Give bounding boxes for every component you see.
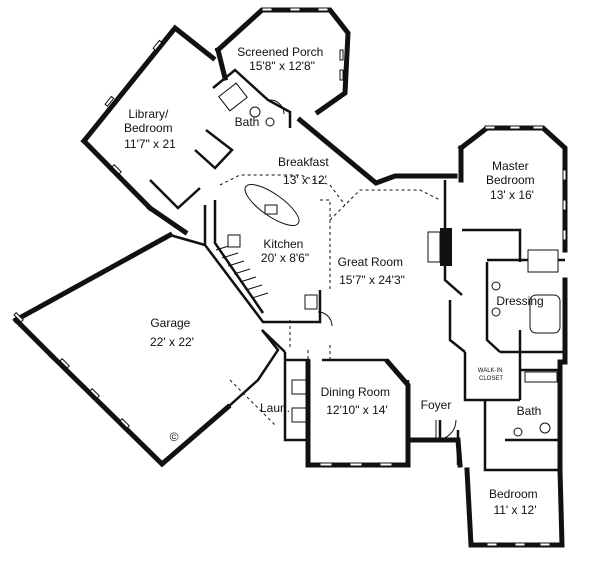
bathtub-icon [218, 82, 248, 112]
tub-icon [529, 294, 561, 334]
sink-icon [491, 307, 501, 317]
washer-icon [291, 379, 307, 395]
shower-icon [527, 249, 559, 273]
dashed-openings [219, 174, 441, 426]
great-room-label: Great Room 15'7" x 24'3" [338, 255, 407, 287]
hearth-icon [427, 231, 441, 263]
door-swing-icon [269, 99, 285, 115]
door-swing-icon [435, 419, 457, 441]
sink-icon [513, 427, 523, 437]
bathtub-icon [524, 371, 558, 383]
toilet-icon [249, 106, 261, 118]
breakfast-label: Breakfast 13' x 12' [278, 155, 332, 187]
refrigerator-icon [304, 294, 318, 310]
garage-label: Garage 22' x 22' [150, 316, 194, 349]
library-bedroom-label: Library/ Bedroom 11'7" x 21 [124, 107, 176, 151]
room-labels: Screened Porch 15'8" x 12'8" Library/ Be… [124, 45, 544, 517]
dressing-label: Dressing [496, 294, 543, 308]
walk-in-closet-label: WALK-IN CLOSET [478, 368, 504, 382]
master-bath-label: Bath [517, 404, 542, 418]
exterior-walls [12, 7, 568, 548]
toilet-icon [539, 422, 551, 434]
kitchen-label: Kitchen 20' x 8'6" [261, 237, 309, 265]
laundry-label: Laun. [260, 401, 290, 415]
dryer-icon [291, 407, 307, 423]
copyright-mark: © [170, 430, 179, 444]
sink-icon [491, 281, 501, 291]
stairs-icon [215, 244, 269, 299]
dining-room-label: Dining Room 12'10" x 14' [321, 385, 394, 417]
upper-bath-label: Bath [235, 115, 260, 129]
bedroom-label: Bedroom 11' x 12' [489, 487, 541, 517]
foyer-label: Foyer [421, 398, 452, 412]
fixtures [215, 82, 561, 441]
interior-walls [149, 68, 565, 472]
range-icon [227, 234, 241, 248]
fireplace-icon [440, 228, 452, 266]
kitchen-sink-icon [264, 204, 278, 215]
sink-icon [265, 117, 275, 127]
screened-porch-label: Screened Porch 15'8" x 12'8" [237, 45, 326, 73]
door-swing-icon [317, 311, 333, 327]
master-bedroom-label: Master Bedroom 13' x 16' [486, 159, 538, 202]
windows [13, 7, 567, 547]
